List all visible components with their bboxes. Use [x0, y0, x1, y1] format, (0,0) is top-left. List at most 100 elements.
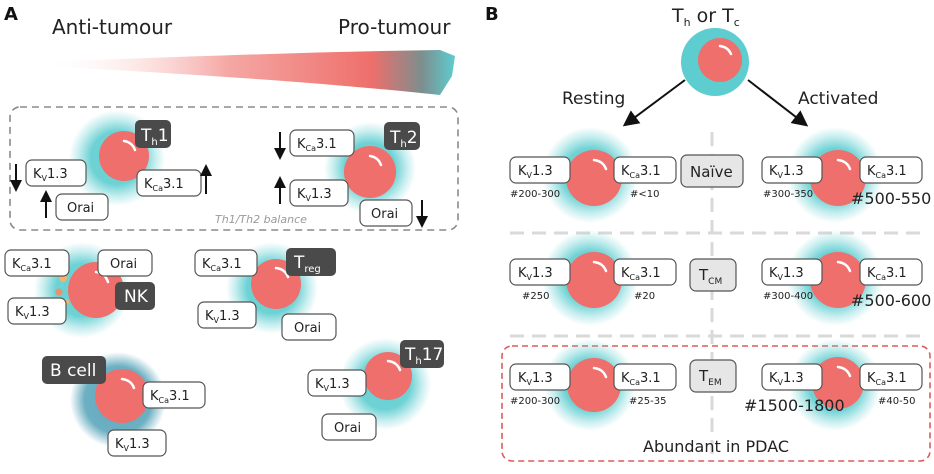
naive-act-kv-box	[761, 156, 823, 184]
bcell-label-box	[42, 356, 106, 384]
th2-kv-box	[289, 179, 349, 207]
treg-orai-label: Orai	[294, 321, 321, 336]
tem-act-kv-box	[761, 363, 823, 391]
resting-cell-nucleus	[566, 252, 622, 308]
tcm-act-kca-label: KCa3.1	[867, 266, 907, 282]
panel-a-letter: A	[4, 4, 18, 25]
tcm-rest-kv-box	[509, 258, 571, 286]
nucleus-highlight	[836, 260, 852, 273]
nucleus-highlight	[120, 377, 136, 390]
tem-rest-kca-box	[613, 363, 677, 391]
row-tcm: KV1.3 #250 KCa3.1 #20 TCM KV1.3 #300-400…	[509, 230, 931, 326]
row-naive: KV1.3 #200-300 KCa3.1 #<10 Naïve KV1.3 #…	[509, 127, 931, 223]
cell-nucleus	[364, 352, 412, 400]
nucleus-highlight	[718, 44, 733, 56]
activated-cell-nucleus	[810, 150, 866, 206]
treg-label-box	[286, 248, 336, 276]
tcm-act-kv-count: #300-400	[763, 291, 813, 302]
nucleus-highlight	[836, 365, 852, 378]
treg-kca-box	[194, 249, 258, 277]
balance-label: Th1/Th2 balance	[215, 213, 307, 226]
nk-cell: NK KCa3.1 Orai KV1.3	[4, 242, 155, 338]
cell-nucleus	[344, 146, 396, 198]
th2-orai-label: Orai	[371, 207, 398, 222]
naive-rest-kv-count: #200-300	[510, 189, 560, 200]
nucleus-highlight	[386, 359, 402, 372]
naive-act-kv-count: #300-350	[763, 189, 813, 200]
resting-label: Resting	[562, 89, 625, 109]
th2-cell: Th2 KCa3.1 KV1.3 Orai	[274, 122, 428, 228]
naive-row-label-box	[680, 154, 744, 188]
tem-act-kv-label: KV1.3	[769, 371, 804, 387]
activated-cell-nucleus	[812, 357, 864, 409]
th2-kca-box	[289, 129, 355, 157]
th2-label: Th2	[389, 128, 418, 150]
panel-b-letter: B	[485, 4, 499, 25]
pdac-label: Abundant in PDAC	[643, 437, 789, 456]
tcm-act-kca-count: #500-600	[851, 291, 931, 310]
activated-arrow	[747, 79, 809, 127]
nk-kv-label: KV1.3	[15, 305, 50, 321]
th17-label-box	[400, 340, 444, 368]
nucleus-highlight	[592, 366, 608, 379]
naive-act-kca-count: #500-550	[851, 189, 931, 208]
activated-label: Activated	[798, 89, 878, 109]
granule	[55, 288, 63, 296]
tem-row-label-box	[689, 359, 737, 393]
th17-cell: Th17 KV1.3 Orai	[307, 338, 444, 441]
treg-kca-label: KCa3.1	[202, 257, 242, 273]
tcm-rest-kca-box	[613, 258, 677, 286]
nk-kca-box	[4, 249, 70, 277]
nk-label-box	[115, 282, 155, 310]
tcm-rest-kv-label: KV1.3	[518, 266, 553, 282]
tcell-title: Th or Tc	[671, 5, 740, 29]
th17-kv-box	[307, 369, 367, 397]
tumour-gradient-wedge	[40, 50, 455, 95]
cell-nucleus	[698, 38, 742, 82]
bcell-kca-box	[142, 381, 206, 409]
tcm-row-label-box	[689, 258, 737, 292]
nucleus-highlight	[274, 266, 290, 279]
th1-orai-box	[55, 193, 109, 221]
tem-act-kv-count: #1500-1800	[744, 396, 845, 415]
tem-act-kca-box	[859, 363, 923, 391]
bcell-kca-label: KCa3.1	[150, 389, 190, 405]
bcell-label: B cell	[50, 361, 96, 381]
nk-kca-label: KCa3.1	[12, 257, 52, 273]
nk-orai-label: Orai	[110, 257, 137, 272]
tcm-act-kv-label: KV1.3	[769, 266, 804, 282]
th2-orai-box	[359, 199, 413, 227]
nucleus-highlight	[592, 158, 608, 171]
th1-kv-box	[25, 159, 87, 187]
th1-kca-label: KCa3.1	[144, 177, 184, 193]
resting-cell-nucleus	[567, 358, 621, 412]
bcell-kv-label: KV1.3	[115, 437, 150, 453]
th1-kv-label: KV1.3	[33, 167, 68, 183]
b-cell: B cell KCa3.1 KV1.3	[42, 352, 206, 457]
th17-label: Th17	[404, 345, 443, 367]
nk-label: NK	[124, 287, 149, 307]
anti-tumour-label: Anti-tumour	[52, 15, 173, 39]
tem-row-label: TEM	[698, 367, 722, 388]
tcm-rest-kv-count: #250	[522, 291, 549, 302]
naive-row-label: Naïve	[690, 163, 733, 181]
resting-arrow	[622, 79, 686, 127]
tem-act-kca-count: #40-50	[878, 396, 915, 407]
th2-label-box	[384, 122, 420, 150]
tem-rest-kca-count: #25-35	[629, 396, 666, 407]
nucleus-highlight	[836, 158, 852, 171]
tem-rest-kv-box	[509, 363, 571, 391]
naive-act-kv-label: KV1.3	[769, 164, 804, 180]
pdac-box	[501, 345, 931, 462]
treg-label: Treg	[293, 253, 321, 275]
naive-act-kca-box	[859, 156, 923, 184]
tem-act-kca-label: KCa3.1	[867, 371, 907, 387]
pro-tumour-label: Pro-tumour	[338, 15, 451, 39]
nucleus-highlight	[592, 260, 608, 273]
tcm-rest-kca-label: KCa3.1	[621, 266, 661, 282]
naive-rest-kca-box	[613, 156, 677, 184]
naive-rest-kca-label: KCa3.1	[621, 164, 661, 180]
th17-kv-label: KV1.3	[315, 377, 350, 393]
